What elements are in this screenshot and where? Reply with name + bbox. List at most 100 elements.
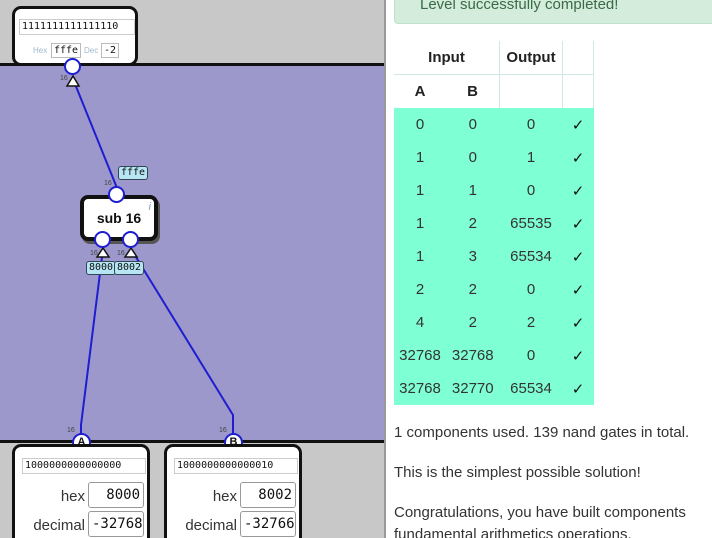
- results-panel: Level successfully completed! Input Outp…: [386, 0, 712, 538]
- gate-output-bitwidth: 16: [104, 180, 112, 187]
- output-dec-value: -2: [101, 43, 120, 58]
- success-banner: Level successfully completed!: [394, 0, 712, 24]
- gate-input-b-pin[interactable]: [122, 231, 139, 248]
- header-input: Input: [394, 41, 500, 75]
- header-col-b: B: [446, 74, 500, 108]
- cell-b: 0: [446, 108, 500, 141]
- congrats-line-2: fundamental arithmetics operations.: [394, 526, 632, 538]
- output-bitwidth: 16: [60, 75, 68, 82]
- input-b-arrow: [123, 246, 139, 258]
- input-b-hex-label: hex: [212, 488, 237, 505]
- cell-b: 2: [446, 207, 500, 240]
- check-icon: ✓: [562, 207, 594, 240]
- info-icon[interactable]: i: [148, 201, 151, 213]
- cell-b: 32770: [446, 372, 500, 405]
- cell-a: 32768: [394, 372, 446, 405]
- cell-b: 2: [446, 306, 500, 339]
- output-dec-label: Dec: [84, 46, 99, 55]
- check-icon: ✓: [562, 273, 594, 306]
- output-hex-value: fffe: [51, 43, 82, 58]
- output-direction-arrow: [65, 74, 81, 87]
- cell-a: 2: [394, 273, 446, 306]
- input-a-panel: 1000000000000000 hex 8000 decimal -32768: [12, 444, 150, 538]
- cell-output: 1: [499, 141, 563, 174]
- wire-gate-to-output: [72, 78, 118, 189]
- input-a-hex-label: hex: [60, 488, 85, 505]
- check-icon: ✓: [562, 141, 594, 174]
- gate-output-value: fffe: [118, 166, 149, 180]
- cell-a: 1: [394, 240, 446, 273]
- cell-b: 32768: [446, 339, 500, 372]
- cell-output: 65535: [499, 207, 563, 240]
- check-icon: ✓: [562, 339, 594, 372]
- cell-b: 0: [446, 141, 500, 174]
- circuit-canvas[interactable]: 1111111111111110 Hex fffe Dec -2 16 fffe…: [0, 0, 384, 538]
- gate-name: sub 16: [96, 210, 142, 226]
- gate-output-pin[interactable]: [108, 186, 125, 203]
- input-a-dec-field[interactable]: -32768: [88, 511, 144, 537]
- check-icon: ✓: [562, 372, 594, 405]
- cell-a: 32768: [394, 339, 446, 372]
- gate-input-a-value: 8000: [86, 261, 117, 275]
- cell-a: 1: [394, 207, 446, 240]
- gate-input-b-bitwidth: 16: [117, 250, 125, 257]
- input-b-hex-field[interactable]: 8002: [240, 482, 296, 508]
- header-check-sub: [562, 74, 594, 108]
- cell-output: 0: [499, 174, 563, 207]
- congrats-line-1: Congratulations, you have built componen…: [394, 504, 686, 521]
- output-hex-label: Hex: [33, 46, 48, 55]
- cell-b: 3: [446, 240, 500, 273]
- gate-input-b-value: 8002: [114, 261, 145, 275]
- cell-output: 65534: [499, 372, 563, 405]
- check-icon: ✓: [562, 174, 594, 207]
- input-b-bitwidth: 16: [219, 427, 227, 434]
- input-a-bits[interactable]: 1000000000000000: [22, 458, 146, 474]
- gate-input-a-bitwidth: 16: [90, 250, 98, 257]
- output-bits: 1111111111111110: [19, 19, 135, 35]
- panel-divider[interactable]: [384, 0, 386, 538]
- output-pin[interactable]: [64, 58, 81, 75]
- simplest-note: This is the simplest possible solution!: [394, 464, 641, 481]
- input-b-dec-label: decimal: [185, 517, 237, 534]
- input-a-dec-label: decimal: [33, 517, 85, 534]
- component-summary: 1 components used. 139 nand gates in tot…: [394, 424, 690, 441]
- input-b-dec-field[interactable]: -32766: [240, 511, 296, 537]
- input-a-hex-field[interactable]: 8000: [88, 482, 144, 508]
- check-icon: ✓: [562, 240, 594, 273]
- cell-b: 1: [446, 174, 500, 207]
- cell-a: 1: [394, 141, 446, 174]
- cell-output: 0: [499, 108, 563, 141]
- header-output: Output: [499, 41, 563, 75]
- input-b-panel: 1000000000000010 hex 8002 decimal -32766: [164, 444, 302, 538]
- wire-b-to-gate: [130, 248, 234, 437]
- cell-output: 65534: [499, 240, 563, 273]
- gate-input-a-pin[interactable]: [94, 231, 111, 248]
- input-a-bitwidth: 16: [67, 427, 75, 434]
- header-check-spacer: [562, 41, 594, 75]
- cell-a: 4: [394, 306, 446, 339]
- circuit-board[interactable]: [0, 63, 384, 443]
- sub16-gate[interactable]: sub 16 i: [80, 195, 158, 241]
- cell-output: 0: [499, 339, 563, 372]
- output-panel: 1111111111111110 Hex fffe Dec -2: [12, 6, 138, 66]
- header-col-a: A: [394, 74, 446, 108]
- wire-a-to-gate: [80, 248, 104, 437]
- check-icon: ✓: [562, 306, 594, 339]
- check-icon: ✓: [562, 108, 594, 141]
- cell-a: 1: [394, 174, 446, 207]
- cell-b: 2: [446, 273, 500, 306]
- cell-output: 0: [499, 273, 563, 306]
- input-b-bits[interactable]: 1000000000000010: [174, 458, 298, 474]
- header-output-sub: [499, 74, 563, 108]
